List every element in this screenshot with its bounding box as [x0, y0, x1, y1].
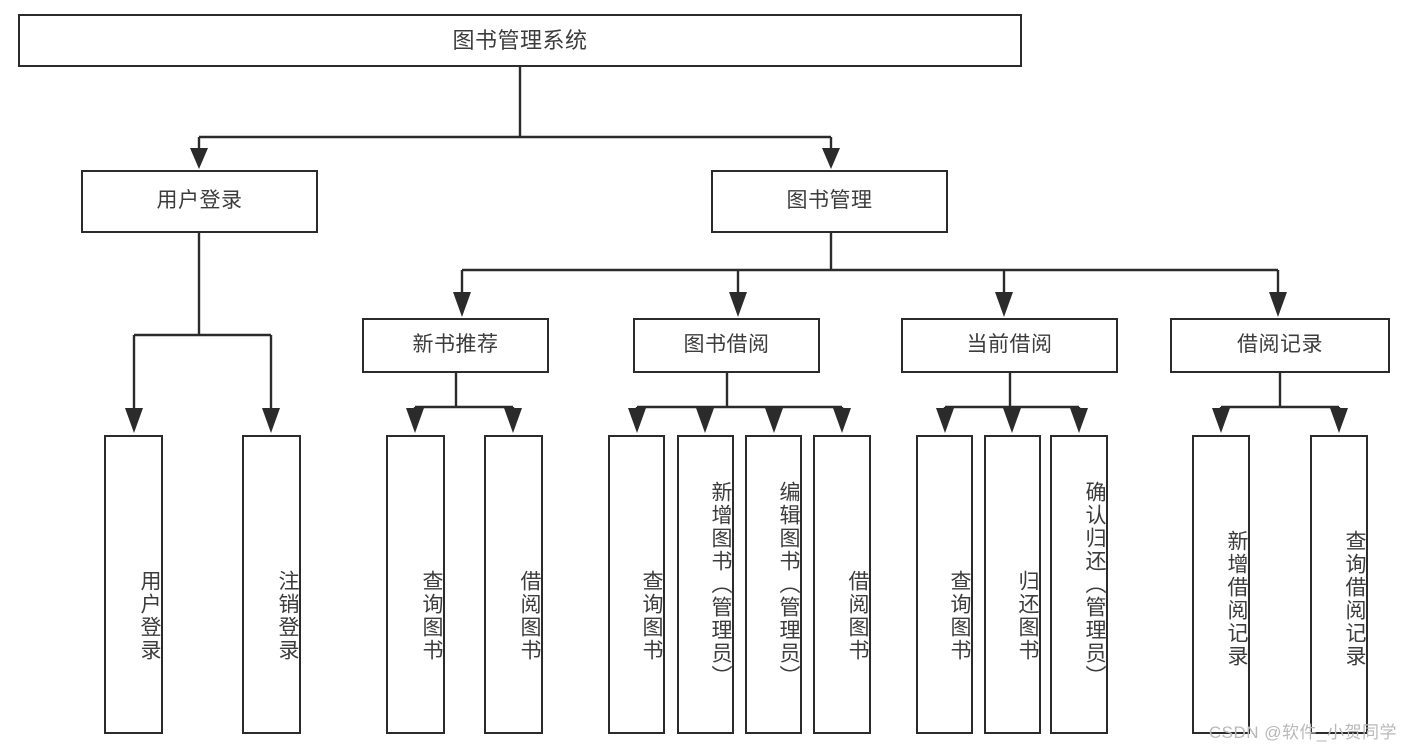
node-current-borrow-label: 当前借阅 [966, 333, 1053, 357]
node-root[interactable]: 图书管理系统 [18, 14, 1022, 67]
node-leaf-rec-query-book[interactable]: 查询图书 [386, 435, 445, 734]
node-book-manage[interactable]: 图书管理 [711, 170, 948, 233]
node-leaf-cur-query-book[interactable]: 查询图书 [916, 435, 973, 734]
node-leaf-rec-query-record[interactable]: 查询借阅记录 [1310, 435, 1368, 734]
arrowhead-bookmanage [822, 148, 840, 169]
arrowhead-leaf-borrow-query-book [628, 408, 646, 433]
node-leaf-rec-add-record[interactable]: 新增借阅记录 [1192, 435, 1250, 734]
csdn-watermark: CSDN @软件_小贺同学 [1208, 723, 1397, 742]
node-borrow-record-label: 借阅记录 [1237, 333, 1323, 357]
node-current-borrow[interactable]: 当前借阅 [901, 318, 1118, 373]
arrowhead-borrow-record [1269, 292, 1287, 317]
arrowhead-userlogin [190, 148, 208, 169]
node-leaf-rec-add-record-label: 新增借阅记录 [1225, 529, 1248, 668]
node-leaf-cur-confirm-return[interactable]: 确认归还（管理员） [1050, 435, 1108, 734]
node-leaf-borrow-add-book[interactable]: 新增图书（管理员） [677, 435, 734, 734]
arrowhead-book-borrow [729, 292, 747, 317]
node-leaf-borrow-add-book-label: 新增图书（管理员） [709, 481, 732, 688]
node-leaf-cur-return-book[interactable]: 归还图书 [984, 435, 1041, 734]
node-leaf-cur-confirm-return-label: 确认归还（管理员） [1083, 481, 1106, 688]
node-new-book-rec[interactable]: 新书推荐 [362, 318, 549, 373]
node-leaf-rec-query-book-label: 查询图书 [420, 569, 443, 662]
arrowhead-leaf-rec-add-record [1212, 408, 1230, 433]
arrowhead-leaf-cur-query-book [936, 408, 954, 433]
arrowhead-leaf-cur-return-book [1003, 408, 1021, 433]
node-leaf-user-login[interactable]: 用户登录 [104, 435, 163, 734]
arrowhead-leaf-user-logout [262, 408, 280, 433]
node-user-login[interactable]: 用户登录 [81, 170, 318, 233]
arrowhead-leaf-rec-query-record [1330, 408, 1348, 433]
arrowhead-leaf-borrow-add-book [696, 408, 714, 433]
node-leaf-rec-borrow-book[interactable]: 借阅图书 [484, 435, 543, 734]
node-leaf-cur-query-book-label: 查询图书 [948, 569, 971, 662]
arrowhead-current-borrow [995, 292, 1013, 317]
node-user-login-label: 用户登录 [156, 189, 243, 213]
node-leaf-user-login-label: 用户登录 [138, 569, 161, 662]
arrowhead-leaf-borrow-borrow-book [833, 408, 851, 433]
node-book-borrow[interactable]: 图书借阅 [633, 318, 820, 373]
node-leaf-borrow-borrow-book[interactable]: 借阅图书 [813, 435, 871, 734]
node-book-manage-label: 图书管理 [786, 189, 873, 213]
node-new-book-rec-label: 新书推荐 [412, 333, 499, 357]
arrowhead-leaf-cur-confirm-return [1070, 408, 1088, 433]
arrowhead-leaf-rec-borrow-book [504, 408, 522, 433]
node-root-label: 图书管理系统 [452, 27, 588, 53]
node-leaf-rec-query-record-label: 查询借阅记录 [1343, 529, 1366, 668]
node-leaf-borrow-query-book-label: 查询图书 [640, 569, 663, 662]
node-leaf-borrow-edit-book-label: 编辑图书（管理员） [777, 481, 800, 688]
node-book-borrow-label: 图书借阅 [683, 333, 770, 357]
node-leaf-borrow-borrow-book-label: 借阅图书 [846, 569, 869, 662]
node-leaf-borrow-query-book[interactable]: 查询图书 [608, 435, 665, 734]
node-leaf-user-logout[interactable]: 注销登录 [242, 435, 301, 734]
node-borrow-record[interactable]: 借阅记录 [1170, 318, 1390, 373]
arrowhead-leaf-user-login [125, 408, 143, 433]
node-leaf-rec-borrow-book-label: 借阅图书 [518, 569, 541, 662]
node-leaf-borrow-edit-book[interactable]: 编辑图书（管理员） [745, 435, 802, 734]
arrowhead-new-book-rec [453, 292, 471, 317]
arrowhead-leaf-borrow-edit-book [765, 408, 783, 433]
node-leaf-user-logout-label: 注销登录 [276, 569, 299, 662]
arrowhead-leaf-rec-query-book [406, 408, 424, 433]
node-leaf-cur-return-book-label: 归还图书 [1016, 569, 1039, 662]
